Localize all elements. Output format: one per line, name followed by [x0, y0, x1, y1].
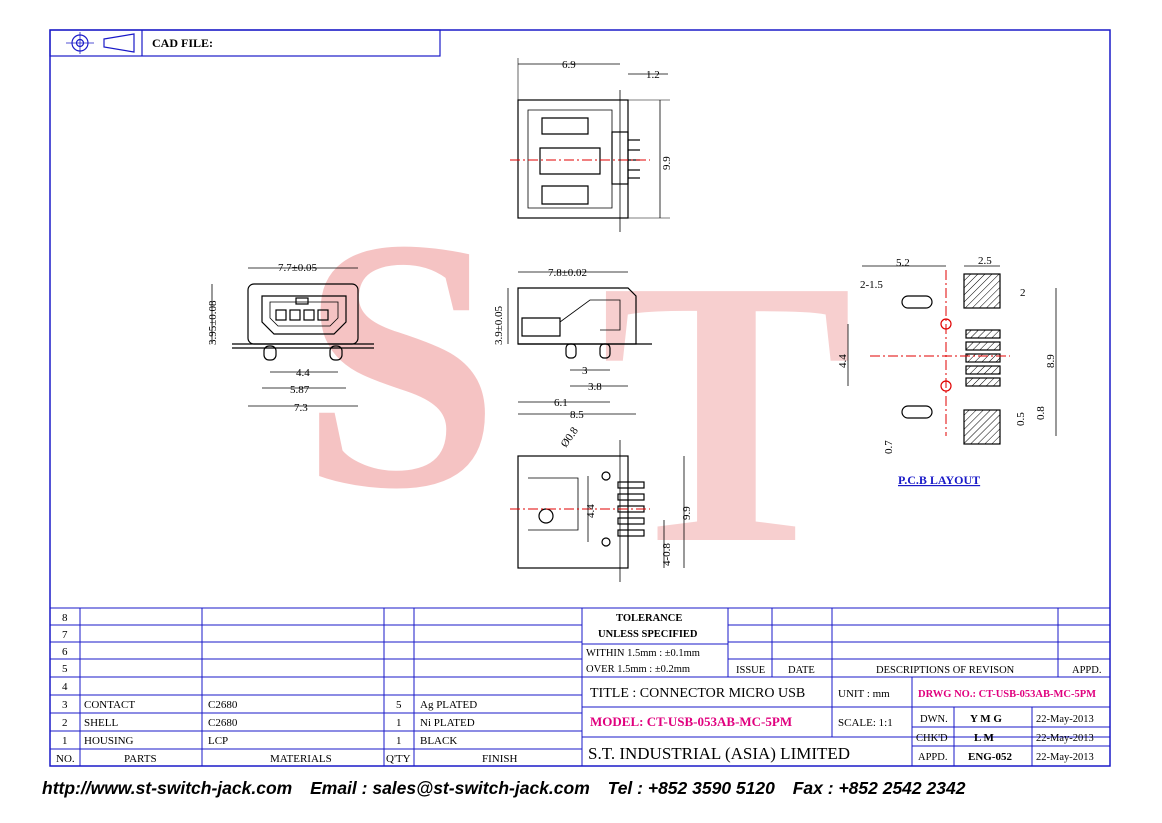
top-view: [510, 58, 670, 232]
website-link[interactable]: http://www.st-switch-jack.com: [42, 778, 293, 798]
dim-front-opening: 7.7±0.05: [278, 262, 318, 274]
bom-row-qty: 1: [396, 717, 402, 729]
scale-label: SCALE: 1:1: [838, 717, 893, 729]
watermark-t: T: [600, 202, 853, 623]
drawing-title: TITLE : CONNECTOR MICRO USB: [590, 686, 805, 701]
appd-date: 22-May-2013: [1036, 752, 1094, 763]
dim-pcb-2: 2: [1020, 287, 1026, 299]
dim-bottom-height: 9.9: [681, 506, 693, 520]
contact-footer: http://www.st-switch-jack.com Email : sa…: [42, 778, 1122, 799]
title-block-text: TOLERANCE UNLESS SPECIFIED WITHIN 1.5mm …: [586, 613, 1101, 763]
tolerance-sub: UNLESS SPECIFIED: [598, 629, 698, 640]
title-block-grid: [582, 608, 1110, 766]
side-view: [507, 271, 652, 415]
bottom-view: [510, 440, 685, 582]
dim-top-width: 6.9: [562, 59, 576, 71]
bom-row-material: C2680: [208, 717, 238, 729]
bom-row-no: 4: [62, 681, 68, 693]
dim-pcb-52: 5.2: [896, 257, 910, 269]
dim-bottom-hole: Ø0.8: [559, 425, 582, 450]
bom-header-no: NO.: [56, 753, 75, 765]
bom-rows: 8 7 6 5 4 3 CONTACT C2680 5 Ag PLATED 2 …: [56, 612, 518, 765]
dwn-name: Y M G: [970, 713, 1002, 725]
dim-top-height: 9.9: [661, 156, 673, 170]
dim-bottom-pitch: 4.4: [585, 504, 597, 518]
bom-table: [50, 607, 1110, 766]
tolerance-over: OVER 1.5mm : ±0.2mm: [586, 664, 690, 675]
bom-row-material: C2680: [208, 699, 238, 711]
bom-row-part: CONTACT: [84, 699, 135, 711]
watermark-logo: S T: [300, 164, 853, 623]
bom-row-no: 3: [62, 699, 68, 711]
rev-issue-header: ISSUE: [736, 665, 765, 676]
fax-text: Fax : +852 2542 2342: [792, 778, 966, 798]
dim-front-pitch: 4.4: [296, 367, 310, 379]
bom-row-no: 7: [62, 629, 68, 641]
phone-text: Tel : +852 3590 5120: [607, 778, 775, 798]
drawing-number: DRWG NO.: CT-USB-053AB-MC-5PM: [918, 689, 1096, 700]
bom-header-materials: MATERIALS: [270, 753, 332, 765]
pcb-layout: [847, 265, 1057, 445]
cad-header: CAD FILE:: [49, 29, 441, 57]
rev-desc-header: DESCRIPTIONS OF REVISON: [876, 665, 1015, 676]
bom-row-no: 6: [62, 646, 68, 658]
bom-row-no: 1: [62, 735, 68, 747]
bom-row-no: 8: [62, 612, 68, 624]
company-name: S.T. INDUSTRIAL (ASIA) LIMITED: [588, 744, 850, 763]
dim-side-3: 3: [582, 365, 588, 377]
bom-row-finish: Ag PLATED: [420, 699, 477, 711]
dim-side-height: 3.9±0.05: [493, 305, 505, 345]
bom-header-finish: FINISH: [482, 753, 518, 765]
dim-front-height: 3.95±0.08: [207, 300, 219, 345]
dim-side-length: 7.8±0.02: [548, 267, 587, 279]
tolerance-heading: TOLERANCE: [616, 613, 682, 624]
appd-label: APPD.: [918, 752, 947, 763]
bom-row-material: LCP: [208, 735, 228, 747]
unit-label: UNIT : mm: [838, 688, 890, 700]
bom-row-qty: 1: [396, 735, 402, 747]
dim-bottom-pad: 4-0.8: [661, 543, 673, 566]
dim-pcb-05: 0.5: [1015, 412, 1027, 426]
bom-row-finish: BLACK: [420, 735, 457, 747]
bom-header-qty: Q'TY: [386, 753, 411, 765]
cad-file-label: CAD FILE:: [152, 36, 213, 50]
dim-side-38: 3.8: [588, 381, 602, 393]
dim-pcb-slot: 2-1.5: [860, 279, 883, 291]
dim-front-peg: 5.87: [290, 384, 310, 396]
outer-frame: [49, 29, 1111, 767]
dim-side-61: 6.1: [554, 397, 568, 409]
appd-name: ENG-052: [968, 751, 1013, 763]
front-view: [211, 267, 374, 407]
pcb-layout-title: P.C.B LAYOUT: [898, 473, 980, 487]
dim-pcb-89: 8.9: [1045, 354, 1057, 368]
bom-row-part: SHELL: [84, 717, 119, 729]
dim-pcb-44: 4.4: [837, 354, 849, 368]
chkd-name: L M: [974, 732, 994, 744]
dim-side-85: 8.5: [570, 409, 584, 421]
bom-row-no: 5: [62, 663, 68, 675]
chkd-date: 22-May-2013: [1036, 733, 1094, 744]
tolerance-within: WITHIN 1.5mm : ±0.1mm: [586, 648, 700, 659]
model-number: MODEL: CT-USB-053AB-MC-5PM: [590, 714, 792, 729]
rev-appd-header: APPD.: [1072, 665, 1101, 676]
dim-pcb-25: 2.5: [978, 255, 992, 267]
bom-header-parts: PARTS: [124, 753, 157, 765]
dim-top-tab: 1.2: [646, 69, 660, 81]
bom-row-no: 2: [62, 717, 68, 729]
dim-pcb-07: 0.7: [883, 440, 895, 454]
dim-front-overall: 7.3: [294, 402, 308, 414]
watermark-s: S: [300, 164, 500, 563]
bom-row-qty: 5: [396, 699, 402, 711]
email-link[interactable]: Email : sales@st-switch-jack.com: [310, 778, 590, 798]
chkd-label: CHK'D: [916, 733, 948, 744]
dwn-date: 22-May-2013: [1036, 714, 1094, 725]
dim-pcb-08: 0.8: [1035, 406, 1047, 420]
dwn-label: DWN.: [920, 714, 948, 725]
bom-row-finish: Ni PLATED: [420, 717, 475, 729]
rev-date-header: DATE: [788, 665, 815, 676]
bom-row-part: HOUSING: [84, 735, 134, 747]
